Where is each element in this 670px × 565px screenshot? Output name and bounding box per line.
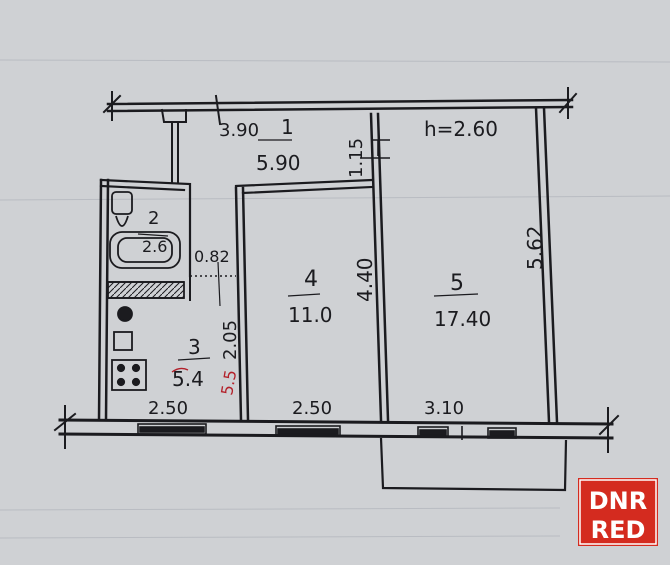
- watermark-box: [578, 478, 658, 546]
- walls: [53, 87, 620, 453]
- window-room5-left: [417, 426, 449, 438]
- corridor-door-marks: [360, 139, 390, 159]
- toilet-tank: [111, 191, 133, 215]
- dim-bottom-room5: 3.10: [424, 398, 464, 419]
- dim-room4-length: 4.40: [353, 257, 377, 302]
- left-wall: [97, 178, 110, 422]
- windows: [137, 423, 517, 440]
- bathroom-fixtures: [107, 191, 185, 299]
- dim-bottom-kitchen: 2.50: [148, 398, 188, 419]
- riser-pipe: [171, 121, 179, 183]
- room-5-area: 17.40: [434, 307, 491, 331]
- dim-bottom-room4: 2.50: [292, 398, 332, 419]
- watermark-line2: RED: [591, 516, 646, 544]
- counter-hatched: [107, 281, 185, 299]
- doors: [190, 139, 390, 277]
- room-3-number: 3: [188, 335, 201, 359]
- wall-room4-room5: [369, 112, 390, 422]
- room-1-number: 1: [281, 115, 294, 139]
- toilet-bowl: [115, 215, 129, 227]
- dim-kitchen-length: 2.05: [220, 320, 241, 360]
- red-note: 5.5: [217, 368, 240, 396]
- stove: [111, 359, 147, 391]
- dim-room5-length: 5.62: [523, 225, 547, 270]
- kitchen-fixtures: [111, 306, 147, 391]
- top-dimension-ticks: [102, 87, 578, 121]
- room-2-number: 2: [148, 208, 159, 229]
- bottom-dimension-ticks: [53, 405, 620, 453]
- right-wall: [534, 106, 559, 424]
- dim-bath-door: 0.82: [194, 247, 230, 266]
- room-4-number: 4: [304, 267, 318, 292]
- dim-corridor-width: 1.15: [346, 138, 367, 178]
- red-mark: [171, 367, 189, 373]
- dimension-lines: [137, 139, 479, 361]
- gas-boiler: [117, 306, 133, 322]
- room-2-area: 2.6: [142, 237, 167, 256]
- watermark: DNR RED: [578, 478, 658, 546]
- kitchen-sink: [113, 331, 133, 351]
- room-4-area: 11.0: [288, 303, 333, 327]
- wall-kitchen-room4: [234, 186, 250, 422]
- window-room4: [275, 425, 341, 437]
- room-1-area: 5.90: [256, 151, 301, 175]
- plan-labels: 3.90 1 5.90 h=2.60 1.15 5.62 4.40 2.05 2…: [142, 115, 547, 419]
- watermark-line1: DNR: [589, 487, 648, 515]
- ceiling-height: h=2.60: [424, 117, 498, 141]
- wall-corridor-room4: [234, 178, 374, 195]
- room-5-number: 5: [450, 271, 464, 296]
- room-3-area: 5.4: [172, 367, 204, 391]
- bathtub: [109, 231, 181, 269]
- dim-top-corridor: 3.90: [219, 120, 259, 141]
- vent-shaft: [160, 108, 187, 123]
- window-room5-right: [487, 427, 517, 439]
- window-kitchen: [137, 423, 207, 435]
- balcony: [379, 437, 568, 492]
